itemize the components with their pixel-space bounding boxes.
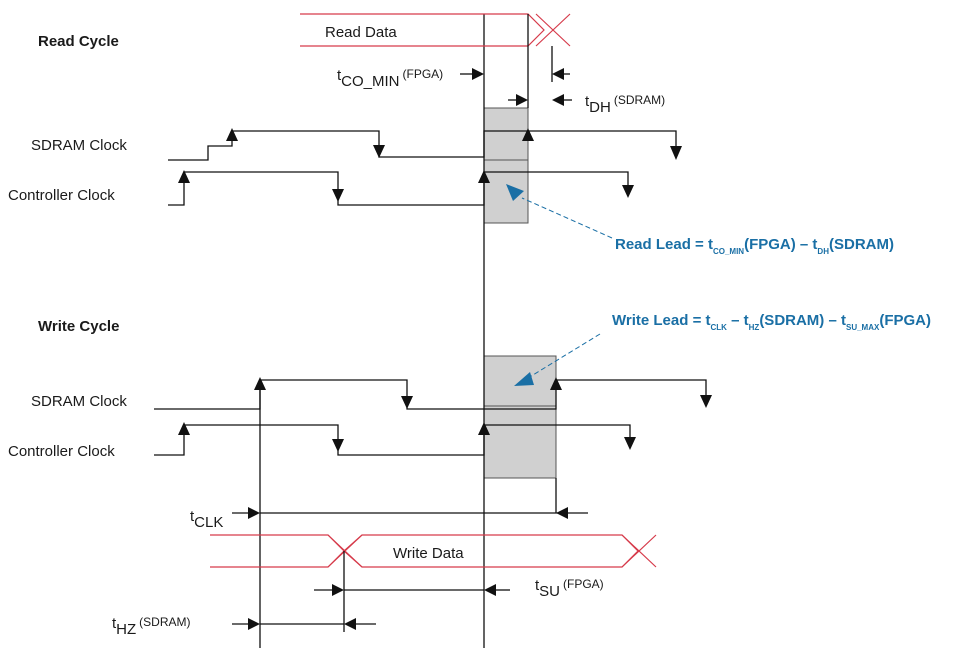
tco-subscript: CO_MIN [341,73,399,90]
tsu-symbol: t [535,577,540,594]
thz-symbol: t [112,615,117,632]
write-sdram-fall-arrow-icon [401,396,413,409]
read-sdram-fall-arrow-icon [373,145,385,158]
read-lead-equation: Read Lead = tCO_MIN(FPGA) – tDH(SDRAM) [615,236,894,256]
equation-part: Read Lead = t [615,236,713,253]
read-ctrl-fall-arrow-icon [332,189,344,202]
thz-left-arrow-icon [248,618,260,630]
tco-symbol: t [337,67,342,84]
write-sdram-rise-arrow-icon [254,377,266,390]
equation-part: (SDRAM) – t [759,312,846,329]
equation-part: CLK [711,323,728,332]
thz-subscript: HZ [116,621,136,638]
read-sdram-rise2-arrow-icon [522,128,534,141]
write-cycle-title: Write Cycle [38,318,119,335]
write-lead-window [483,355,557,479]
write-ctrl-fall2-arrow-icon [624,437,636,450]
tdh-symbol: t [585,93,590,110]
read-controller-clock-label: Controller Clock [8,187,115,204]
read-lead-pointer [521,197,613,239]
write-ctrl-fall-arrow-icon [332,439,344,452]
write-lead-pointer-icon [514,372,534,386]
read-sdram-fall2-arrow-icon [670,146,682,160]
tclk-subscript: CLK [194,514,223,531]
tdh-label: tDH(SDRAM) [585,93,665,116]
tclk-right-arrow-icon [556,507,568,519]
equation-part: HZ [749,323,760,332]
read-data-bus [300,13,571,47]
thz-label: tHZ(SDRAM) [112,615,191,638]
tsu-label: tSU(FPGA) [535,577,604,600]
tdh-suffix: (SDRAM) [614,93,665,107]
write-sdram-clock-waveform [154,379,707,410]
tco-arrow-right-icon [552,68,564,80]
write-sdram-rise2-arrow-icon [550,377,562,390]
read-ctrl-fall2-arrow-icon [622,185,634,198]
tclk-left-arrow-icon [248,507,260,519]
read-lead-window [483,107,529,224]
tsu-suffix: (FPGA) [563,577,604,591]
write-controller-clock-waveform [154,424,631,456]
tdh-subscript: DH [589,99,611,116]
write-lead-equation: Write Lead = tCLK – tHZ(SDRAM) – tSU_MAX… [612,312,931,332]
read-cycle-title: Read Cycle [38,33,119,50]
write-sdram-clock-label: SDRAM Clock [31,393,127,410]
equation-part: CO_MIN [713,247,744,256]
tsu-subscript: SU [539,583,560,600]
write-data-label: Write Data [393,545,464,562]
tdh-arrow-left-icon [516,94,528,106]
equation-part: – t [727,312,749,329]
tclk-label: tCLK [190,508,223,531]
equation-part: SU_MAX [846,323,880,332]
equation-part: (FPGA) – t [744,236,817,253]
write-ctrl-rise2-arrow-icon [478,422,490,435]
read-lead-pointer-icon [506,184,524,201]
read-sdram-rise-arrow-icon [226,128,238,141]
read-ctrl-rise2-arrow-icon [478,170,490,183]
thz-right-arrow-icon [344,618,356,630]
tsu-left-arrow-icon [332,584,344,596]
read-sdram-clock-waveform [168,130,677,161]
equation-part: DH [817,247,829,256]
write-ctrl-rise-arrow-icon [178,422,190,435]
write-lead-pointer [527,333,601,379]
read-controller-clock-waveform [168,171,629,206]
tco-min-label: tCO_MIN (FPGA) [337,67,443,90]
write-data-bus [210,534,657,568]
write-controller-clock-label: Controller Clock [8,443,115,460]
tsu-right-arrow-icon [484,584,496,596]
tco-arrow-left-icon [472,68,484,80]
equation-part: (SDRAM) [829,236,894,253]
thz-suffix: (SDRAM) [139,615,190,629]
equation-part: Write Lead = t [612,312,711,329]
read-data-label: Read Data [325,24,397,41]
equation-part: (FPGA) [879,312,931,329]
write-sdram-fall2-arrow-icon [700,395,712,408]
read-sdram-clock-label: SDRAM Clock [31,137,127,154]
tclk-symbol: t [190,508,195,525]
tco-suffix: (FPGA) [403,67,444,81]
tdh-arrow-right-icon [552,94,564,106]
read-ctrl-rise-arrow-icon [178,170,190,183]
